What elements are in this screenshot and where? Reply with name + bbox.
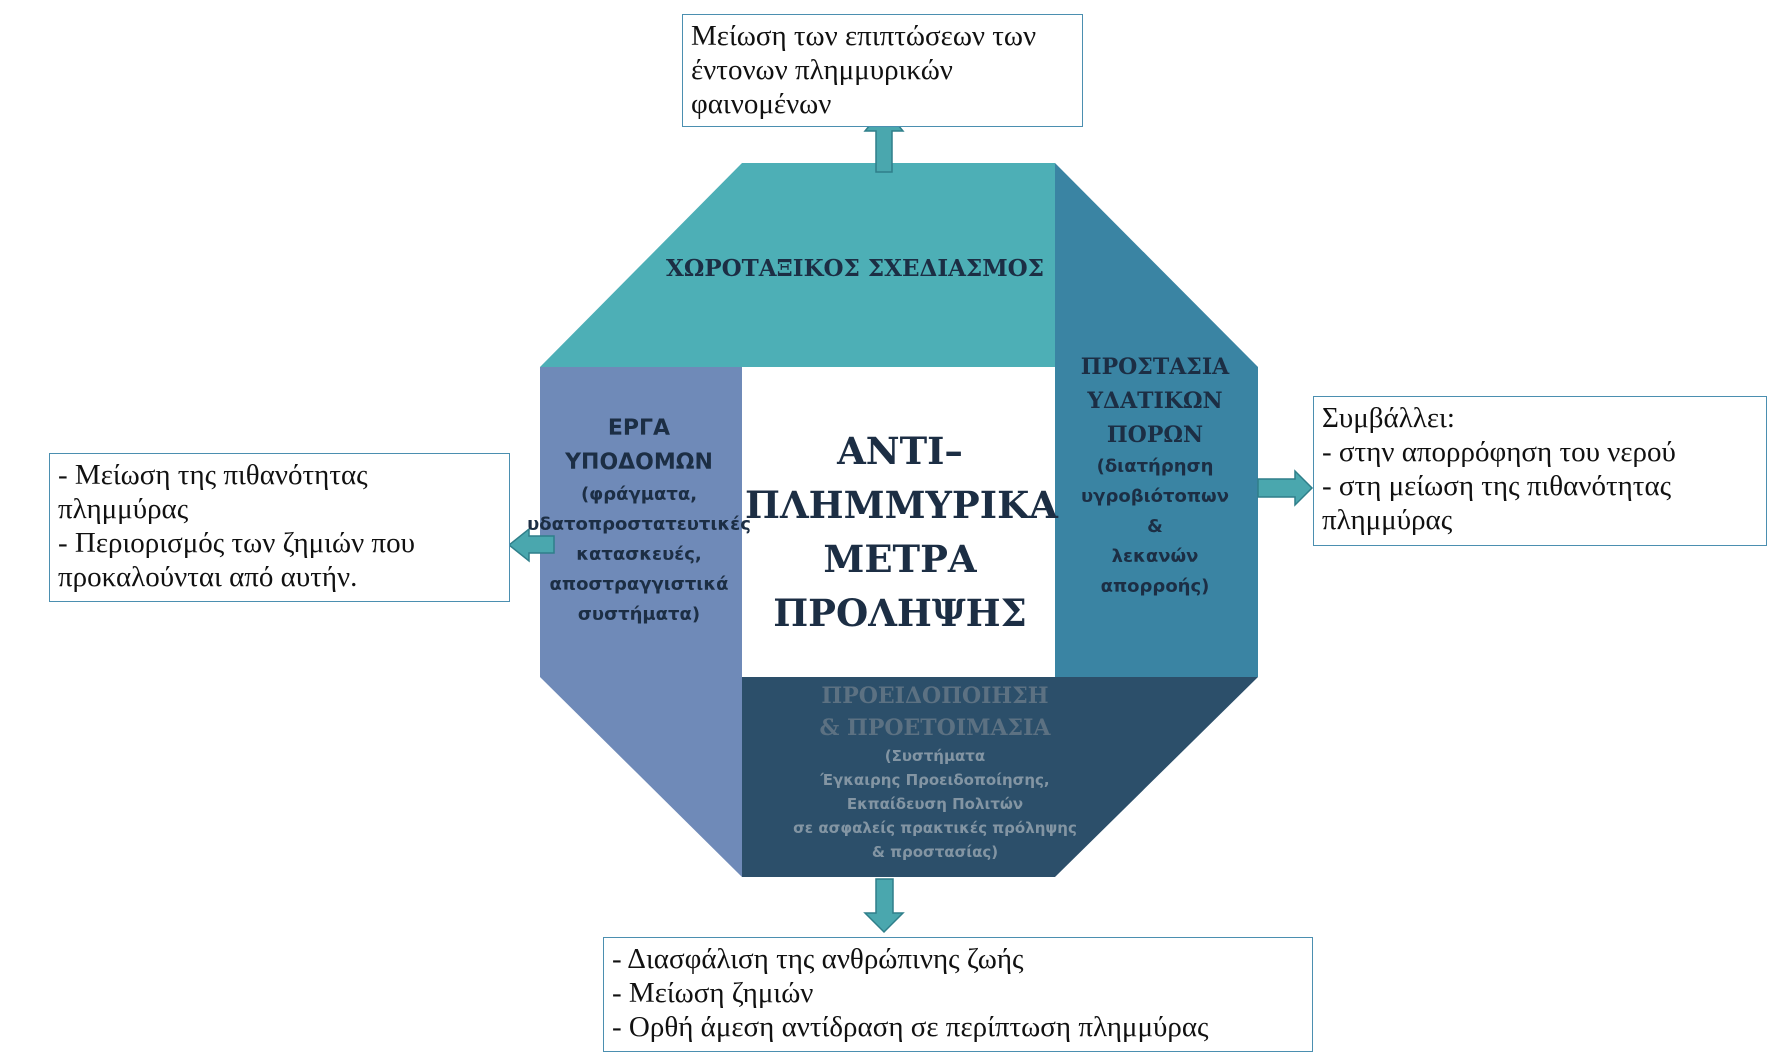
outcome-box-bottom: - Διασφάλιση της ανθρώπινης ζωής - Μείωσ… [603, 937, 1313, 1052]
outcome-box-right: Συμβάλλει: - στην απορρόφηση του νερού -… [1313, 396, 1767, 546]
segment-bottom-detail-line: (Συστήματα [884, 747, 986, 765]
segment-right-title-line: ΠΡΟΣΤΑΣΙΑ [1080, 354, 1230, 380]
center-title: ΑΝΤΙ– ΠΛΗΜΜΥΡΙΚΑ ΜΕΤΡΑ ΠΡΟΛΗΨΗΣ [745, 424, 1058, 640]
segment-left-shape [540, 367, 742, 877]
segment-right-detail-line: απορροής) [1100, 576, 1210, 597]
outcome-bottom-line: - Ορθή άμεση αντίδραση σε περίπτωση πλημ… [612, 1011, 1209, 1043]
segment-bottom-title-line: & ΠΡΟΕΤΟΙΜΑΣΙΑ [819, 715, 1051, 741]
center-title-line: ΠΛΗΜΜΥΡΙΚΑ [745, 483, 1058, 527]
outcome-left-line: - Περιορισμός των ζημιών που [58, 527, 415, 559]
center-title-line: ΑΝΤΙ– [837, 429, 963, 473]
segment-right-detail-line: λεκανών [1111, 546, 1199, 567]
arrow-down [863, 878, 905, 934]
segment-bottom-detail-line: Εκπαίδευση Πολιτών [846, 795, 1024, 813]
outcome-right-line: - στην απορρόφηση του νερού [1322, 436, 1676, 468]
segment-top-label: ΧΩΡΟΤΑΞΙΚΟΣ ΣΧΕΔΙΑΣΜΟΣ [540, 252, 1170, 286]
segment-bottom-label: ΠΡΟΕΙΔΟΠΟΙΗΣΗ & ΠΡΟΕΤΟΙΜΑΣΙΑ (Συστήματα … [740, 680, 1130, 864]
outcome-box-left: - Μείωση της πιθανότητας πλημμύρας - Περ… [49, 453, 510, 602]
segment-right-detail-line: υγροβιότοπων [1081, 486, 1229, 507]
segment-left-title-line: ΕΡΓΑ [607, 416, 671, 441]
segment-bottom-title-line: ΠΡΟΕΙΔΟΠΟΙΗΣΗ [821, 683, 1049, 709]
segment-left-detail-line: υδατοπροστατευτικές [527, 514, 751, 535]
outcome-top-line: Μείωση των επιπτώσεων των [691, 20, 1037, 52]
center-square [742, 367, 1055, 677]
outcome-bottom-line: - Διασφάλιση της ανθρώπινης ζωής [612, 943, 1024, 975]
outcome-box-top: Μείωση των επιπτώσεων των έντονων πλημμυ… [682, 14, 1083, 127]
center-title-line: ΜΕΤΡΑ [823, 537, 977, 581]
outcome-left-line: πλημμύρας [58, 493, 189, 525]
outcome-right-line: Συμβάλλει: [1322, 402, 1455, 434]
arrow-right [1257, 469, 1314, 507]
segment-right-shape [1055, 163, 1258, 677]
segment-right-title-line: ΥΔΑΤΙΚΩΝ [1087, 388, 1223, 414]
segment-bottom-detail-line: & προστασίας) [871, 843, 999, 861]
segment-left-detail-line: συστήματα) [577, 604, 701, 625]
segment-right-label: ΠΡΟΣΤΑΣΙΑ ΥΔΑΤΙΚΩΝ ΠΟΡΩΝ (διατήρηση υγρο… [1055, 350, 1255, 602]
segment-bottom-detail-line: Έγκαιρης Προειδοποίησης, [820, 771, 1050, 789]
segment-bottom-detail-line: σε ασφαλείς πρακτικές πρόληψης [793, 819, 1077, 837]
outcome-top-line: φαινομένων [691, 88, 832, 120]
segment-top-shape [540, 163, 1055, 367]
segment-right-detail-line: & [1147, 516, 1163, 537]
center-title-line: ΠΡΟΛΗΨΗΣ [773, 591, 1027, 635]
outcome-right-line: - στη μείωση της πιθανότητας [1322, 470, 1672, 502]
segment-right-detail-line: (διατήρηση [1096, 456, 1214, 477]
outcome-right-line: πλημμύρας [1322, 504, 1453, 536]
segment-top-title: ΧΩΡΟΤΑΞΙΚΟΣ ΣΧΕΔΙΑΣΜΟΣ [666, 255, 1044, 282]
segment-left-label: ΕΡΓΑ ΥΠΟΔΟΜΩΝ (φράγματα, υδατοπροστατευτ… [525, 412, 753, 630]
segment-right-title-line: ΠΟΡΩΝ [1106, 422, 1204, 448]
outcome-left-line: προκαλούνται από αυτήν. [58, 561, 358, 593]
arrow-left [507, 527, 555, 563]
outcome-left-line: - Μείωση της πιθανότητας [58, 459, 368, 491]
outcome-bottom-line: - Μείωση ζημιών [612, 977, 814, 1009]
segment-bottom-shape [742, 677, 1258, 877]
segment-left-detail-line: (φράγματα, [580, 484, 698, 505]
segment-left-detail-line: κατασκευές, [576, 544, 702, 565]
segment-left-detail-line: αποστραγγιστικά [549, 574, 729, 595]
outcome-top-line: έντονων πλημμυρικών [691, 54, 953, 86]
segment-left-title-line: ΥΠΟΔΟΜΩΝ [565, 450, 713, 475]
